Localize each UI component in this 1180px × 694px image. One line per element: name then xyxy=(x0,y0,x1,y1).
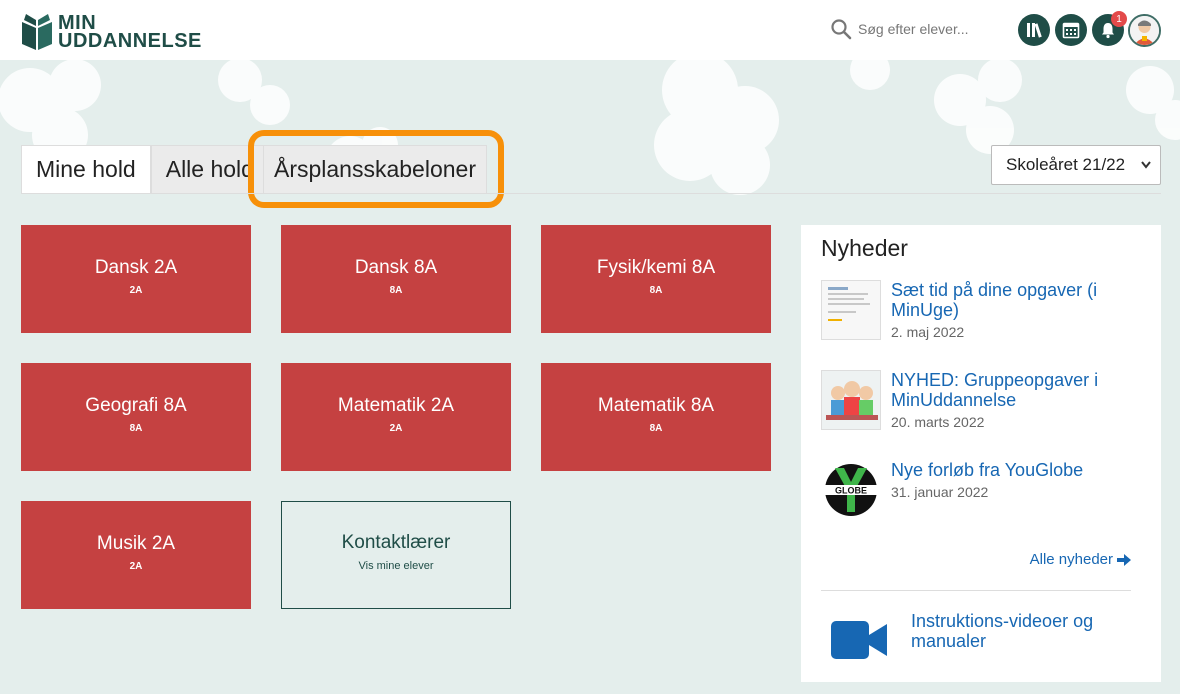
news-thumbnail[interactable] xyxy=(821,280,881,340)
course-class: 8A xyxy=(649,284,663,296)
chevron-down-icon xyxy=(1141,161,1151,169)
news-divider xyxy=(821,590,1131,591)
highlight-ring xyxy=(248,130,504,208)
news-thumbnail[interactable] xyxy=(821,370,881,430)
course-card[interactable]: Matematik 8A 8A xyxy=(541,363,771,471)
tab-divider xyxy=(21,193,1161,194)
course-class: 2A xyxy=(389,422,403,434)
contact-teacher-card[interactable]: Kontaktlærer Vis mine elever xyxy=(281,501,511,609)
video-camera-icon[interactable] xyxy=(831,621,887,659)
course-title: Dansk 2A xyxy=(94,256,178,278)
news-link[interactable]: Nye forløb fra YouGlobe xyxy=(891,460,1084,480)
course-class: 8A xyxy=(129,422,143,434)
course-card[interactable]: Fysik/kemi 8A 8A xyxy=(541,225,771,333)
calendar-glyph xyxy=(1062,22,1080,39)
course-title: Fysik/kemi 8A xyxy=(596,256,716,278)
student-search[interactable] xyxy=(830,18,1008,40)
news-date: 31. januar 2022 xyxy=(891,484,989,500)
course-card[interactable]: Dansk 2A 2A xyxy=(21,225,251,333)
youglobe-logo[interactable]: GLOBE xyxy=(821,460,881,520)
course-card[interactable]: Musik 2A 2A xyxy=(21,501,251,609)
course-class: 2A xyxy=(129,560,143,572)
logo-text: MIN UDDANNELSE xyxy=(58,12,202,52)
background-flowers xyxy=(0,60,1180,195)
all-news-link[interactable]: Alle nyheder xyxy=(1030,551,1131,568)
logo-line1: MIN xyxy=(58,12,97,34)
svg-text:GLOBE: GLOBE xyxy=(835,486,867,496)
course-class: 8A xyxy=(389,284,403,296)
course-card[interactable]: Geografi 8A 8A xyxy=(21,363,251,471)
avatar-image xyxy=(1130,16,1159,45)
news-date: 20. marts 2022 xyxy=(891,414,985,430)
course-card[interactable]: Matematik 2A 2A xyxy=(281,363,511,471)
course-card[interactable]: Dansk 8A 8A xyxy=(281,225,511,333)
logo-line2: UDDANNELSE xyxy=(58,30,202,52)
news-panel: Nyheder Sæt tid på dine opgaver (i MinUg… xyxy=(801,225,1161,682)
course-title: Dansk 8A xyxy=(354,256,438,278)
search-input[interactable] xyxy=(858,21,1008,37)
school-year-value: Skoleåret 21/22 xyxy=(1006,155,1126,174)
news-thumb-image xyxy=(822,281,880,339)
news-heading: Nyheder xyxy=(821,235,908,261)
course-class: 8A xyxy=(649,422,663,434)
arrow-right-icon xyxy=(1117,553,1131,566)
contact-card-sub: Vis mine elever xyxy=(358,560,434,572)
bell-glyph xyxy=(1102,23,1114,39)
youglobe-logo-icon: GLOBE xyxy=(825,464,877,516)
top-header: MIN UDDANNELSE 1 xyxy=(0,0,1180,60)
news-thumb-image xyxy=(822,371,880,429)
course-title: Matematik 8A xyxy=(597,394,715,416)
books-glyph xyxy=(1027,23,1042,38)
books-icon[interactable] xyxy=(1018,14,1050,46)
news-date: 2. maj 2022 xyxy=(891,324,965,340)
course-title: Geografi 8A xyxy=(85,394,187,416)
notification-badge: 1 xyxy=(1111,11,1127,27)
logo-book-icon xyxy=(22,14,52,50)
user-avatar[interactable] xyxy=(1128,14,1161,47)
news-link[interactable]: Sæt tid på dine opgaver (i MinUge) xyxy=(891,280,1098,320)
course-title: Matematik 2A xyxy=(337,394,455,416)
course-class: 2A xyxy=(129,284,143,296)
contact-card-title: Kontaktlærer xyxy=(341,532,451,553)
search-icon xyxy=(831,19,852,40)
school-year-select[interactable]: Skoleåret 21/22 xyxy=(991,145,1161,185)
tab-aarsplansskabeloner[interactable]: Årsplansskabeloner xyxy=(263,145,487,194)
calendar-icon[interactable] xyxy=(1055,14,1087,46)
news-link[interactable]: NYHED: Gruppeopgaver i MinUddannelse xyxy=(891,370,1099,410)
course-title: Musik 2A xyxy=(96,532,176,554)
tab-mine-hold[interactable]: Mine hold xyxy=(21,145,151,194)
all-news-label: Alle nyheder xyxy=(1029,551,1113,568)
instruction-videos-link[interactable]: Instruktions-videoer og manualer xyxy=(911,611,1094,651)
minuddannelse-logo[interactable]: MIN UDDANNELSE xyxy=(20,12,202,52)
tab-bar: Mine hold Alle hold xyxy=(21,145,269,194)
